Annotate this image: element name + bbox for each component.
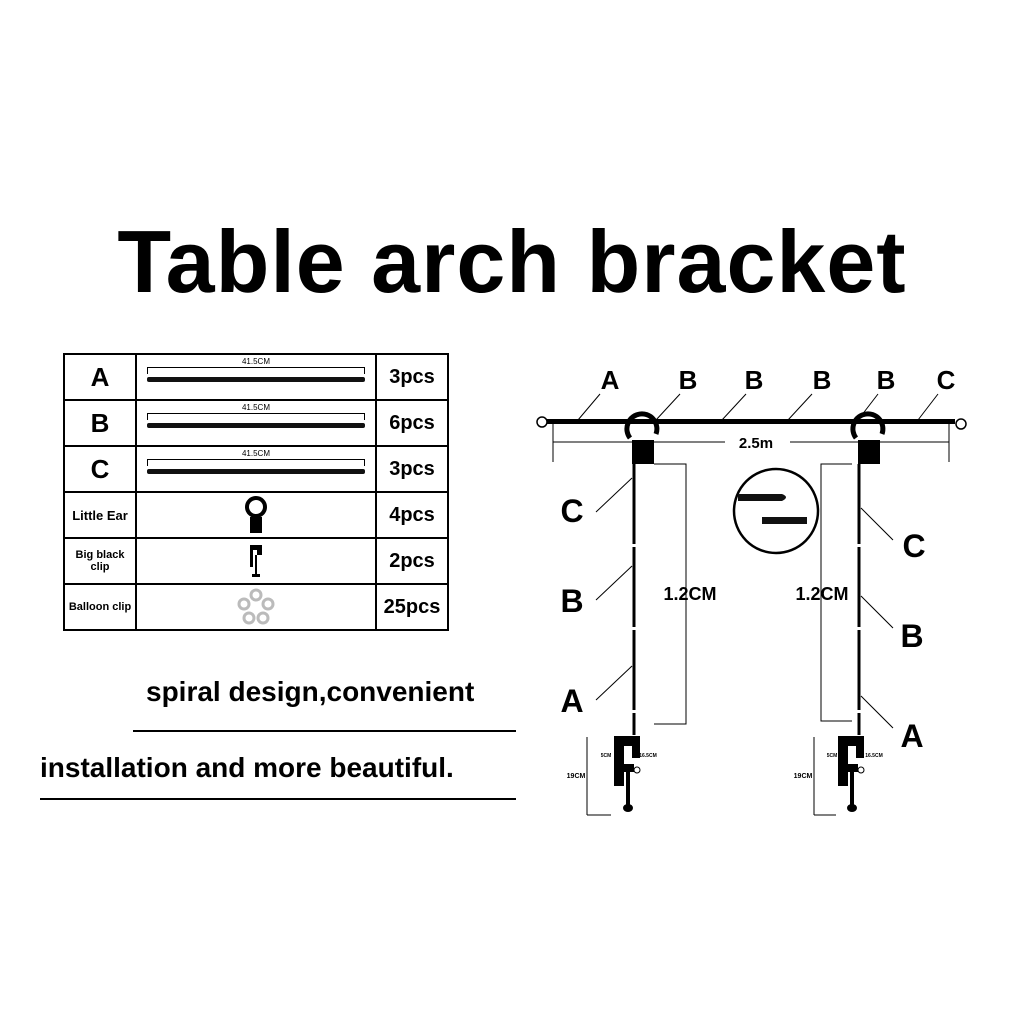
clip-dim: 19CM	[567, 773, 586, 780]
side-label: C	[902, 528, 925, 564]
connector-block	[632, 440, 654, 464]
little-ear-image	[135, 491, 377, 539]
divider	[133, 730, 516, 732]
assembly-diagram: 2.5m A B B B B C 1.2CM 1.2CM C B A C B A	[536, 365, 967, 816]
left-clamp-icon	[614, 736, 641, 812]
table-row: Balloon clip 25pcs	[63, 583, 449, 631]
side-label: B	[560, 583, 583, 619]
little-ear-icon	[245, 496, 267, 533]
top-label: B	[679, 365, 698, 395]
rod-image: 41.5CM	[135, 445, 377, 493]
side-label: A	[900, 718, 923, 754]
slogan-line1: spiral design,convenient	[146, 676, 475, 707]
connector-block	[858, 440, 880, 464]
detail-zoom	[732, 467, 820, 555]
part-label: A	[63, 353, 137, 401]
parts-table: A 41.5CM 3pcs B 41.5CM 6pcs C 41.5CM 3pc…	[63, 353, 449, 631]
rod-c	[147, 469, 365, 474]
big-clip-icon	[250, 545, 262, 577]
top-label: B	[877, 365, 896, 395]
part-qty: 2pcs	[375, 537, 449, 585]
rod-b	[147, 423, 365, 428]
side-label: C	[560, 493, 583, 529]
left-height-label: 1.2CM	[663, 584, 716, 604]
table-row: Big black clip 2pcs	[63, 537, 449, 585]
rod-image: 41.5CM	[135, 399, 377, 447]
big-clip-image	[135, 537, 377, 585]
clip-dim: 16.5CM	[865, 753, 883, 759]
clip-dim: 16.5CM	[639, 753, 657, 759]
side-label: A	[560, 683, 583, 719]
page-title: Table arch bracket	[117, 212, 907, 311]
clip-dim: 5CM	[601, 753, 612, 759]
span-label: 2.5m	[739, 435, 773, 452]
top-rod	[545, 419, 955, 424]
rod-image: 41.5CM	[135, 353, 377, 401]
part-label: C	[63, 445, 137, 493]
part-qty: 3pcs	[375, 353, 449, 401]
part-qty: 25pcs	[375, 583, 449, 631]
end-cap-icon	[536, 416, 548, 428]
table-row: Little Ear 4pcs	[63, 491, 449, 539]
top-label: B	[813, 365, 832, 395]
rod-dimension: 41.5CM	[241, 357, 270, 366]
table-row: C 41.5CM 3pcs	[63, 445, 449, 493]
part-label: Little Ear	[63, 491, 137, 539]
clip-dim: 19CM	[794, 773, 813, 780]
rod-dimension: 41.5CM	[241, 449, 270, 458]
balloon-clip-icon	[237, 588, 275, 625]
right-height-label: 1.2CM	[795, 584, 848, 604]
end-cap-icon	[955, 418, 967, 430]
part-label: Big black clip	[63, 537, 137, 585]
part-qty: 3pcs	[375, 445, 449, 493]
part-qty: 4pcs	[375, 491, 449, 539]
balloon-clip-image	[135, 583, 377, 631]
top-label: B	[745, 365, 764, 395]
divider	[40, 798, 516, 800]
table-row: A 41.5CM 3pcs	[63, 353, 449, 401]
part-label: B	[63, 399, 137, 447]
ear-connector-icon	[850, 411, 886, 440]
rod-a	[147, 377, 365, 382]
side-label: B	[900, 618, 923, 654]
rod-dimension: 41.5CM	[241, 403, 270, 412]
slogan-line2: installation and more beautiful.	[40, 752, 454, 783]
ear-connector-icon	[624, 411, 660, 440]
table-row: B 41.5CM 6pcs	[63, 399, 449, 447]
clip-dim: 5CM	[827, 753, 838, 759]
right-clamp-icon	[838, 736, 865, 812]
top-label: A	[601, 365, 620, 395]
part-label: Balloon clip	[63, 583, 137, 631]
top-label: C	[937, 365, 956, 395]
part-qty: 6pcs	[375, 399, 449, 447]
